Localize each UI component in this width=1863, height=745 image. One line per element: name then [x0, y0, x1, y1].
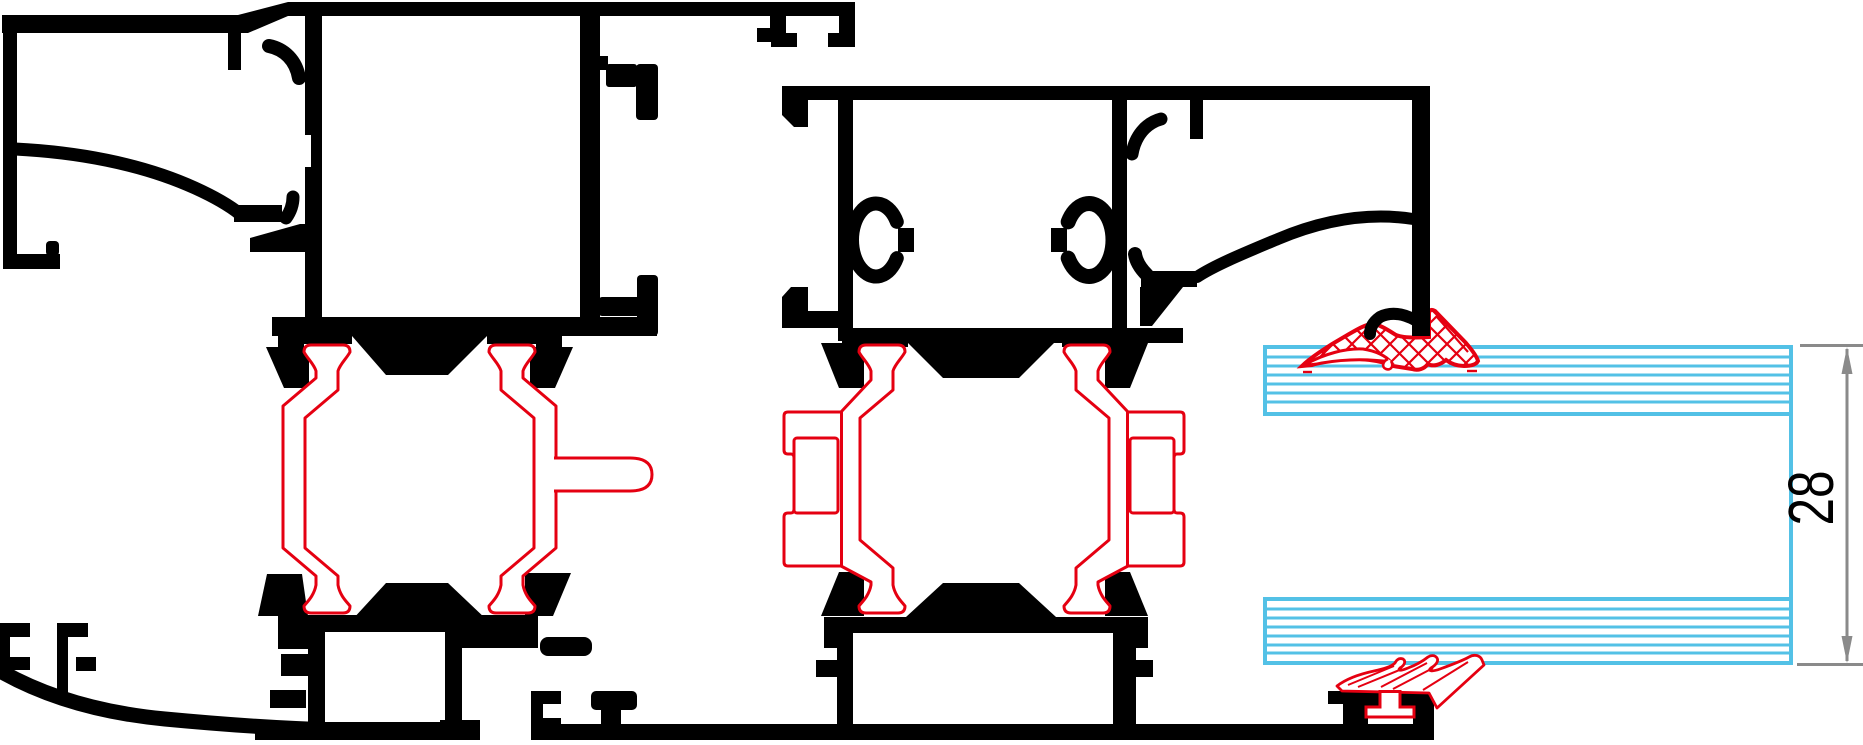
svg-text:28: 28 — [1775, 471, 1847, 526]
